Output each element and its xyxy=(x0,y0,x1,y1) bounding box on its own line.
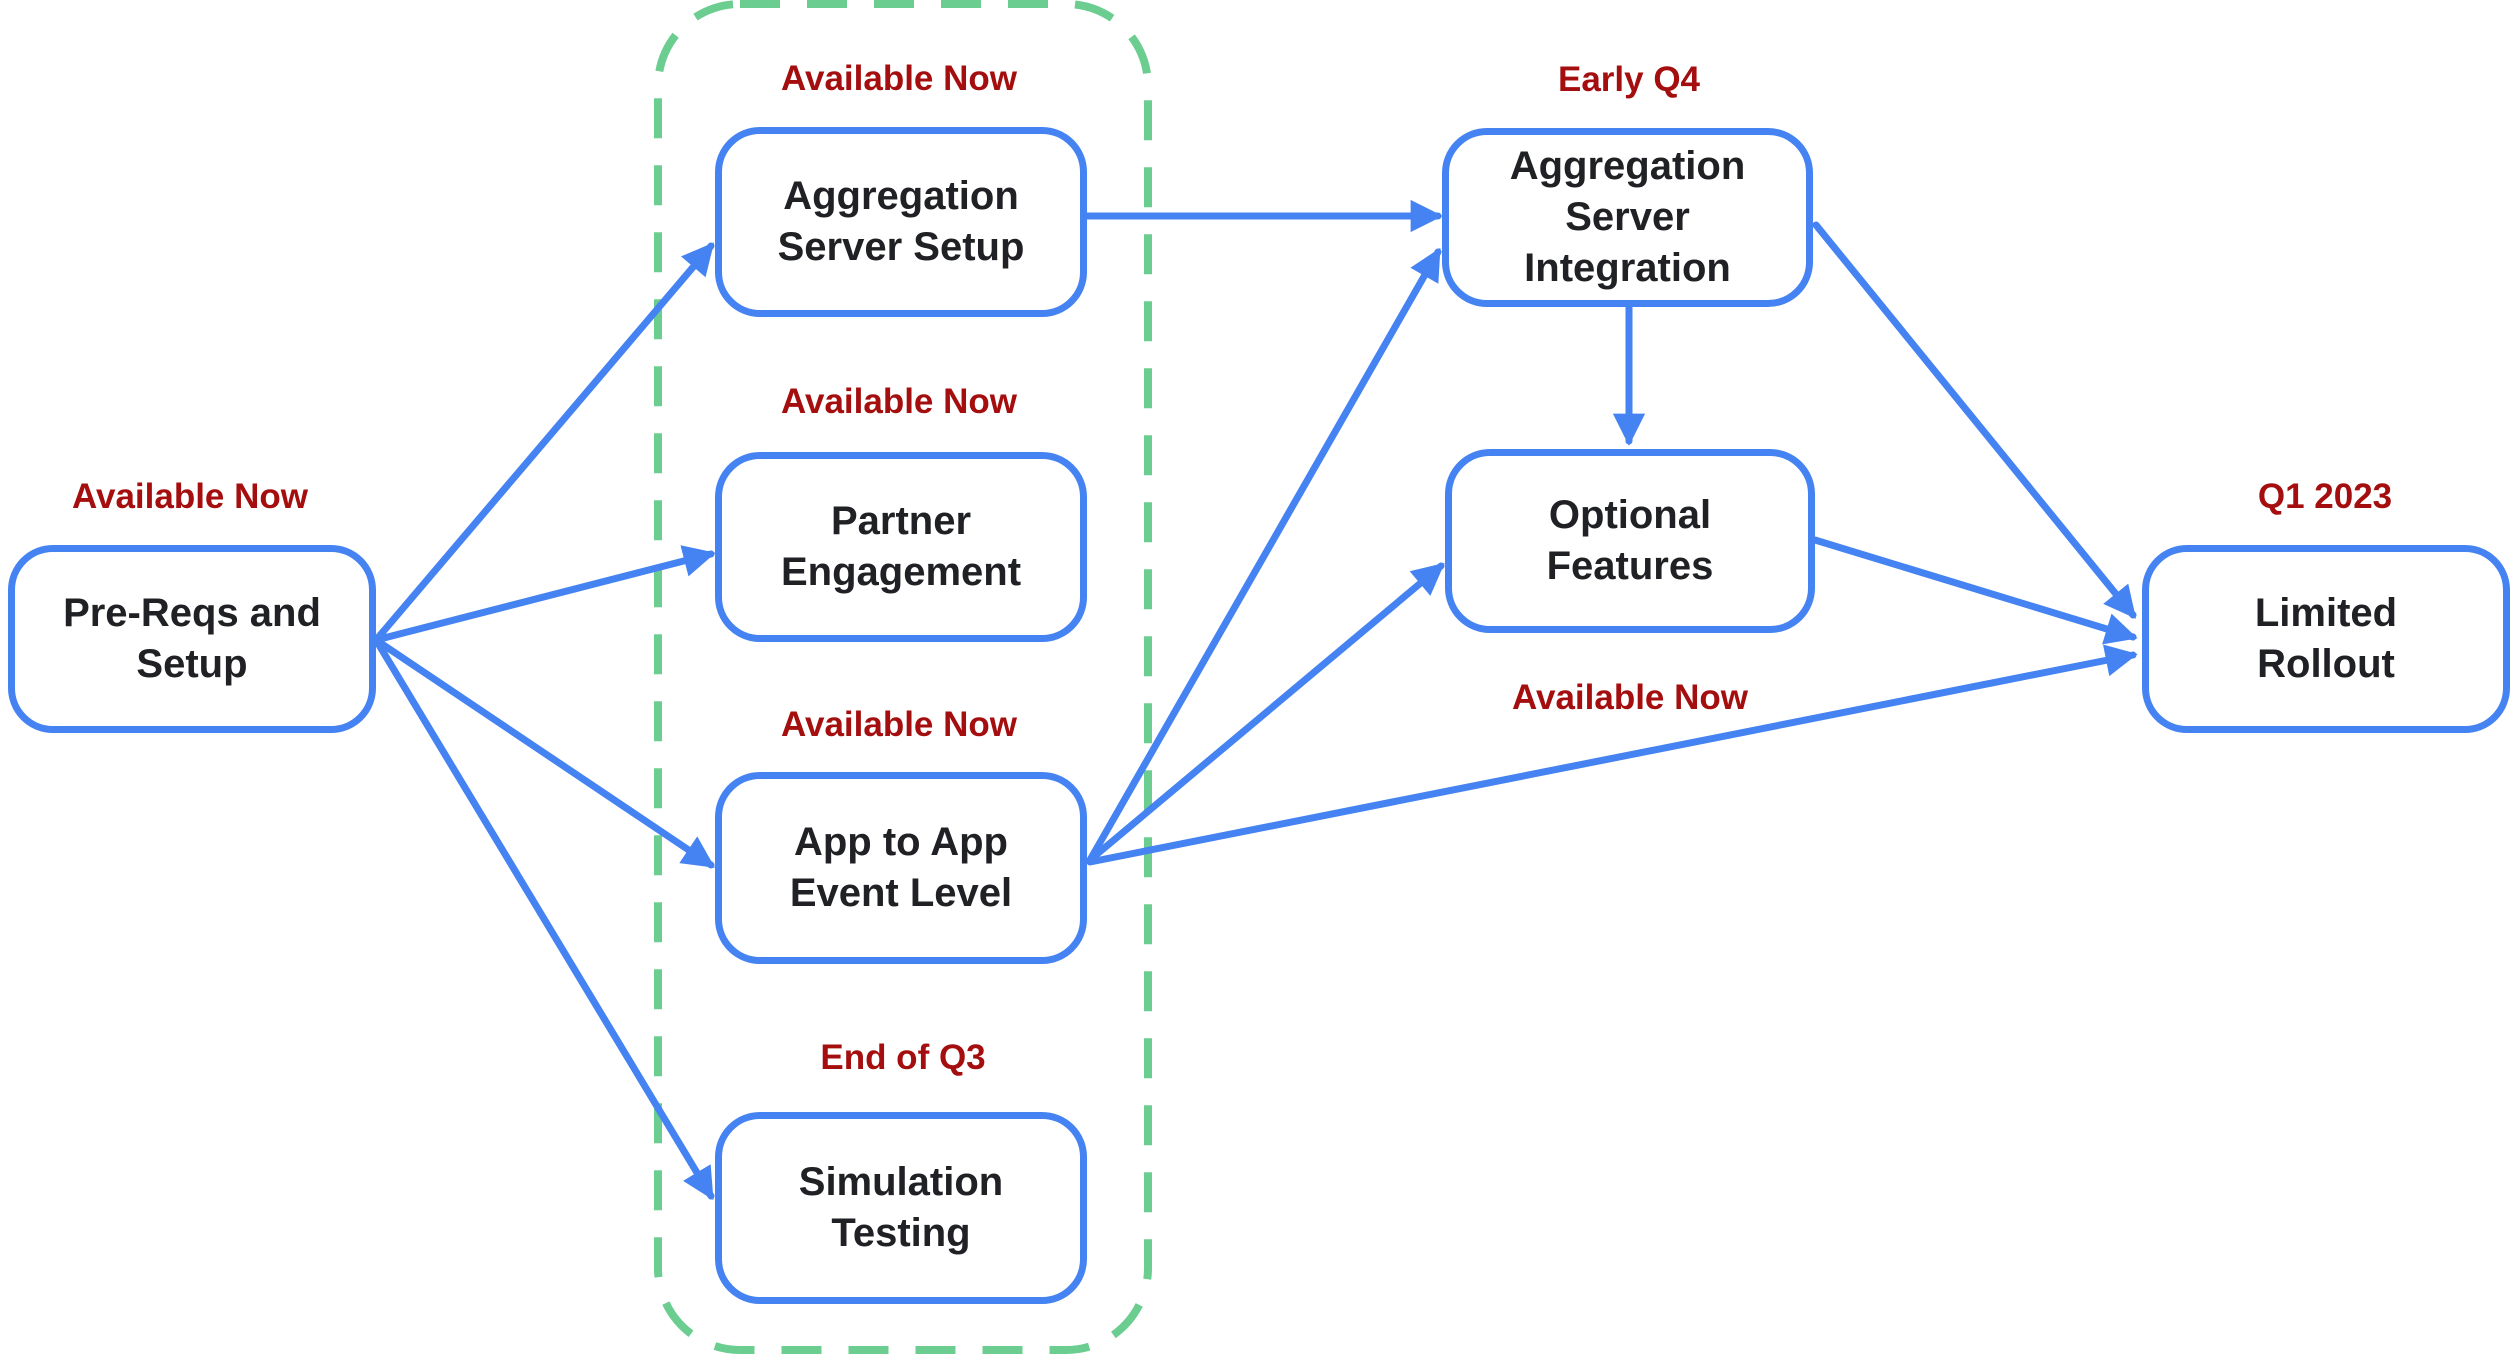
status-label-app-to-app-event-level: Available Now xyxy=(781,705,1017,744)
node-label: Aggregation Server Setup xyxy=(777,173,1025,269)
status-label-simulation-testing: End of Q3 xyxy=(820,1038,986,1077)
status-label-aggregation-server-setup: Available Now xyxy=(781,59,1017,98)
edge-aggregation-server-integration-to-limited-rollout xyxy=(1812,221,2137,619)
node-aggregation-server-integration: Aggregation Server Integration xyxy=(1442,128,1813,307)
edge-app-to-app-event-level-to-aggregation-server-integration xyxy=(1086,247,1442,864)
edge-pre-reqs-and-setup-to-app-to-app-event-level xyxy=(372,636,716,869)
node-label: Simulation Testing xyxy=(798,1159,1004,1255)
node-label: Limited Rollout xyxy=(2254,590,2398,686)
node-app-to-app-event-level: App to App Event Level xyxy=(715,772,1087,964)
node-aggregation-server-setup: Aggregation Server Setup xyxy=(715,127,1087,317)
node-limited-rollout: Limited Rollout xyxy=(2142,545,2510,733)
status-label-limited-rollout: Q1 2023 xyxy=(2257,477,2393,516)
node-simulation-testing: Simulation Testing xyxy=(715,1112,1087,1304)
edge-pre-reqs-and-setup-to-aggregation-server-setup xyxy=(372,242,715,644)
node-label: Aggregation Server Integration xyxy=(1509,143,1746,291)
edge-pre-reqs-and-setup-to-partner-engagement xyxy=(372,545,716,644)
edge-pre-reqs-and-setup-to-simulation-testing xyxy=(372,636,715,1201)
edge-app-to-app-event-level-to-optional-features xyxy=(1086,562,1445,864)
status-label-optional-features: Available Now xyxy=(1512,678,1748,717)
edge-app-to-app-event-level-to-limited-rollout xyxy=(1086,644,2138,866)
edge-optional-features-to-limited-rollout xyxy=(1811,536,2138,645)
node-label: Partner Engagement xyxy=(780,498,1022,594)
status-label-partner-engagement: Available Now xyxy=(781,382,1017,421)
node-label: Pre-Reqs and Setup xyxy=(63,590,321,686)
node-optional-features: Optional Features xyxy=(1445,449,1815,633)
node-pre-reqs-and-setup: Pre-Reqs and Setup xyxy=(8,545,376,733)
node-partner-engagement: Partner Engagement xyxy=(715,452,1087,642)
node-label: Optional Features xyxy=(1546,492,1714,588)
available-now-group xyxy=(654,0,1152,1354)
status-label-aggregation-server-integration: Early Q4 xyxy=(1557,60,1701,99)
status-label-pre-reqs-and-setup: Available Now xyxy=(72,477,308,516)
node-label: App to App Event Level xyxy=(789,819,1013,915)
